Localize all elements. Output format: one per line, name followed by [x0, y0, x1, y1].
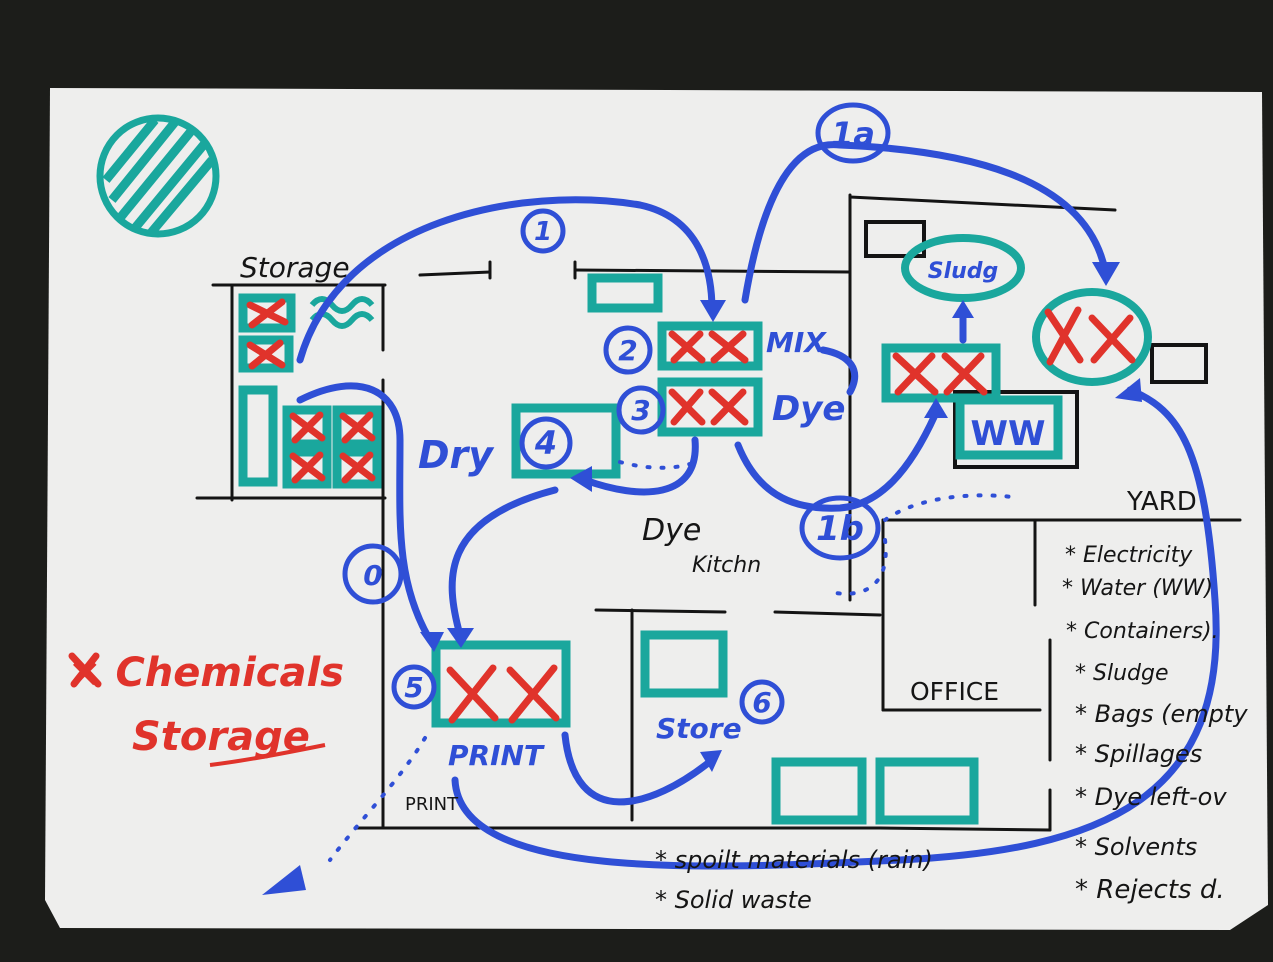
note-item: * Bags (empty — [1075, 700, 1248, 728]
step-1b: 1b — [816, 509, 864, 549]
note-item: * Solid waste — [655, 886, 812, 914]
print-label: PRINT — [448, 739, 545, 772]
note-item: * Rejects d. — [1075, 875, 1225, 905]
yard-window — [1150, 343, 1208, 384]
step-3: 3 — [631, 394, 650, 427]
note-item: * Spillages — [1075, 740, 1202, 768]
dye-kitchen-label-2: Kitchn — [692, 553, 761, 578]
note-item: * Water (WW) — [1062, 576, 1213, 601]
dry-label: Dry — [418, 433, 495, 477]
office-window — [864, 220, 926, 258]
note-item: * Electricity — [1065, 543, 1193, 568]
ww-tank-outline — [953, 390, 1079, 469]
note-item: * Sludge — [1075, 661, 1168, 686]
step-circles — [342, 102, 891, 725]
sludge-label: Sludg — [928, 259, 999, 284]
storage-label: Storage — [240, 251, 350, 284]
chemical-storage-marks — [68, 298, 1136, 724]
note-item: * Containers). — [1066, 619, 1219, 644]
ww-label: WW — [970, 414, 1045, 454]
store-label: Store — [656, 712, 742, 745]
notes-right-list: * Electricity * Water (WW) * Containers)… — [1062, 543, 1248, 905]
step-1: 1 — [534, 217, 552, 247]
office-label: OFFICE — [910, 677, 999, 706]
note-item: * Dye left-ov — [1075, 783, 1227, 811]
dye-label: Dye — [772, 389, 845, 429]
step-2: 2 — [618, 334, 637, 367]
legend-underline — [209, 743, 326, 767]
material-flow-arrows — [262, 141, 1220, 895]
step-5: 5 — [404, 671, 423, 704]
print-room-label: PRINT — [405, 794, 459, 815]
step-1a: 1a — [831, 115, 875, 153]
equipment-boxes — [238, 234, 1152, 825]
notes-bottom-list: * spoilt materials (rain) * Solid waste — [655, 846, 933, 914]
step-6: 6 — [752, 686, 771, 719]
step-4: 4 — [534, 424, 557, 462]
legend-line-1: × Chemicals — [68, 650, 344, 696]
note-item: * spoilt materials (rain) — [655, 846, 933, 874]
note-item: * Solvents — [1075, 833, 1197, 861]
yard-label: YARD — [1126, 487, 1197, 517]
mix-label: MIX — [766, 326, 827, 359]
step-0: 0 — [363, 559, 382, 592]
building-walls — [195, 193, 1242, 832]
hatched-circle-icon — [96, 114, 220, 238]
dye-kitchen-label-1: Dye — [642, 513, 701, 548]
